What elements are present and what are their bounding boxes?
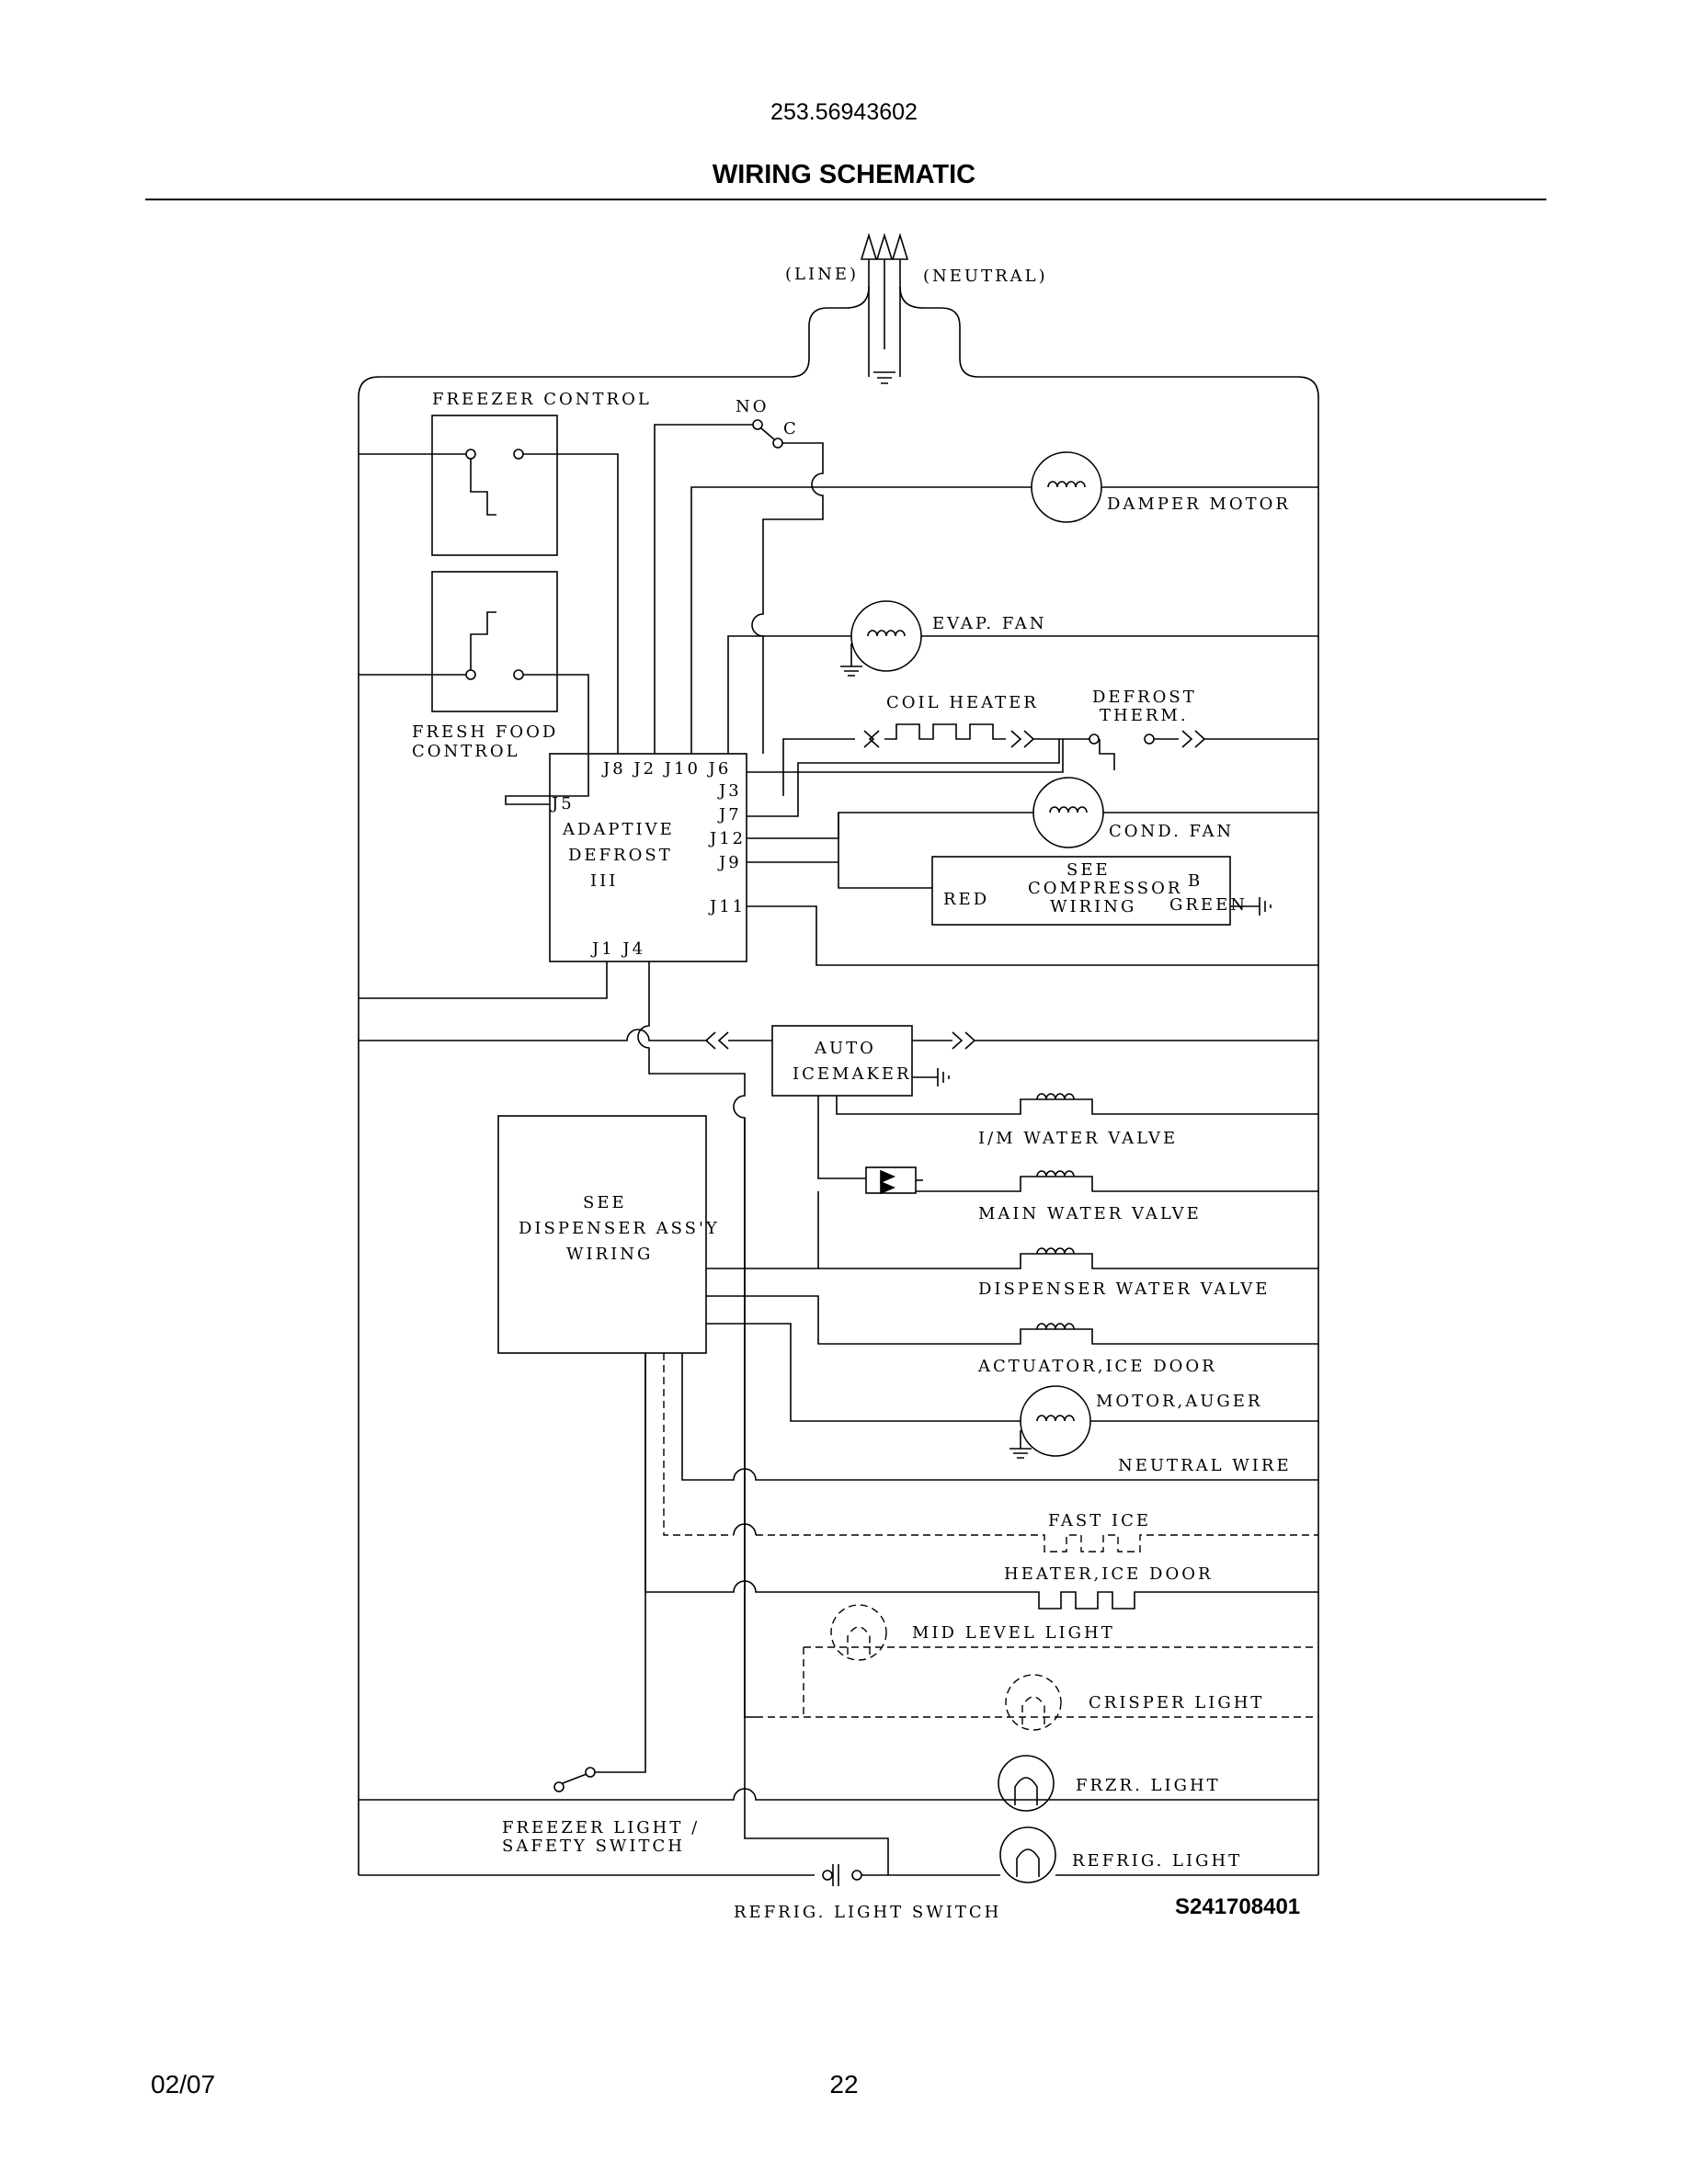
diode-block: [865, 1166, 923, 1195]
compressor-b-label: B: [1188, 871, 1203, 891]
dispenser-water-valve: DISPENSER WATER VALVE: [706, 1247, 1318, 1299]
freezer-control-label: FREEZER CONTROL: [432, 390, 652, 409]
mid-level-light-label: MID LEVEL LIGHT: [912, 1623, 1115, 1643]
auto-icemaker: AUTO ICEMAKER: [359, 1025, 1318, 1097]
page-title: WIRING SCHEMATIC: [712, 160, 976, 189]
board-top-pins: J8 J2 J10 J6: [601, 759, 731, 779]
dispenser-assembly-box: SEE DISPENSER ASS'Y WIRING: [497, 1115, 1021, 1422]
motor-auger-label: MOTOR,AUGER: [1096, 1392, 1262, 1411]
coil-heater: COIL HEATER: [782, 693, 1090, 796]
motor-auger: MOTOR,AUGER: [1009, 1385, 1318, 1459]
fresh-food-label-2: CONTROL: [412, 742, 520, 761]
board-pin-j3: J3: [717, 781, 742, 801]
compressor-wiring-box: SEE COMPRESSOR WIRING RED B GREEN: [931, 856, 1272, 926]
compressor-label-2: COMPRESSOR: [1028, 879, 1182, 898]
refrig-light-switch-label: REFRIG. LIGHT SWITCH: [734, 1903, 1001, 1922]
freezer-safety-switch: FREEZER LIGHT / SAFETY SWITCH: [502, 1353, 700, 1856]
neutral-label: (NEUTRAL): [923, 267, 1048, 286]
dispenser-label-3: WIRING: [566, 1245, 653, 1264]
heater-ice-door: HEATER,ICE DOOR: [644, 1353, 1318, 1610]
power-supply: (LINE) (NEUTRAL): [358, 233, 1319, 1875]
actuator-ice-door: ACTUATOR,ICE DOOR: [706, 1295, 1318, 1376]
defrost-thermostat: DEFROST THERM.: [747, 688, 1318, 773]
fresh-food-control: FRESH FOOD CONTROL: [359, 571, 589, 805]
board-name-1: ADAPTIVE: [562, 820, 675, 839]
icemaker-label-1: AUTO: [814, 1039, 876, 1058]
refrig-light: REFRIG. LIGHT: [888, 1826, 1318, 1883]
footer-page-number: 22: [829, 2070, 859, 2099]
model-number: 253.56943602: [770, 99, 918, 125]
dispenser-label-2: DISPENSER ASS'Y: [519, 1219, 720, 1238]
refrig-light-switch: REFRIG. LIGHT SWITCH: [359, 1864, 1001, 1922]
crisper-light-label: CRISPER LIGHT: [1089, 1693, 1264, 1712]
board-pin-j9: J9: [717, 853, 742, 872]
board-pin-j12: J12: [708, 829, 746, 848]
switch-c-label: C: [783, 419, 799, 438]
frzr-light-label: FRZR. LIGHT: [1076, 1776, 1221, 1795]
cond-fan-label: COND. FAN: [1109, 822, 1234, 841]
switch-no-label: NO: [736, 397, 770, 416]
compressor-label-1: SEE: [1066, 860, 1111, 880]
crisper-light: CRISPER LIGHT: [756, 1674, 1318, 1731]
icemaker-label-2: ICEMAKER: [793, 1064, 912, 1084]
neutral-wire: NEUTRAL WIRE: [681, 1353, 1318, 1481]
board-pin-j7: J7: [717, 805, 742, 825]
no-c-switch: NO C: [654, 397, 1032, 754]
coil-heater-label: COIL HEATER: [886, 693, 1039, 712]
freezer-switch-label-1: FREEZER LIGHT /: [502, 1818, 700, 1837]
adaptive-defrost-board: J8 J2 J10 J6 J5 J3 J7 J12 J9 J11 ADAPTIV…: [549, 753, 747, 962]
freezer-light: FRZR. LIGHT: [359, 1755, 1318, 1812]
defrost-therm-label-2: THERM.: [1100, 706, 1189, 725]
fast-ice: FAST ICE: [663, 1353, 1318, 1553]
actuator-ice-door-label: ACTUATOR,ICE DOOR: [977, 1357, 1217, 1376]
compressor-label-3: WIRING: [1050, 897, 1136, 916]
main-water-valve-label: MAIN WATER VALVE: [978, 1204, 1202, 1223]
footer-date: 02/07: [151, 2070, 216, 2099]
heater-ice-door-label: HEATER,ICE DOOR: [1004, 1564, 1214, 1584]
refrig-light-label: REFRIG. LIGHT: [1072, 1851, 1242, 1871]
im-water-valve-label: I/M WATER VALVE: [978, 1129, 1178, 1148]
board-name-3: III: [590, 871, 618, 891]
freezer-control: FREEZER CONTROL: [359, 390, 652, 754]
evap-fan: EVAP. FAN: [727, 600, 1318, 754]
fresh-food-label-1: FRESH FOOD: [412, 722, 558, 742]
board-pin-j5: J5: [550, 794, 575, 813]
compressor-red-label: RED: [943, 890, 989, 909]
board-pin-j11: J11: [708, 897, 746, 916]
cond-fan: COND. FAN: [838, 777, 1318, 889]
defrost-therm-label-1: DEFROST: [1092, 688, 1197, 707]
title-rule: [145, 199, 1546, 200]
mid-level-light: MID LEVEL LIGHT: [803, 1604, 1318, 1717]
line-label: (LINE): [785, 265, 859, 284]
main-water-valve: MAIN WATER VALVE: [817, 1170, 1318, 1268]
im-water-valve: I/M WATER VALVE: [817, 1093, 1318, 1179]
diagram-code: S241708401: [1175, 1894, 1300, 1919]
dispenser-water-valve-label: DISPENSER WATER VALVE: [978, 1280, 1270, 1299]
compressor-green-label: GREEN: [1169, 895, 1248, 915]
freezer-switch-label-2: SAFETY SWITCH: [502, 1837, 685, 1856]
damper-motor-label: DAMPER MOTOR: [1107, 495, 1291, 514]
evap-fan-label: EVAP. FAN: [932, 614, 1047, 633]
fast-ice-label: FAST ICE: [1048, 1511, 1151, 1530]
ground-symbol: [873, 371, 895, 384]
board-bottom-pins: J1 J4: [590, 939, 645, 959]
dispenser-label-1: SEE: [583, 1193, 627, 1212]
board-name-2: DEFROST: [568, 846, 673, 865]
neutral-wire-label: NEUTRAL WIRE: [1118, 1456, 1292, 1475]
damper-motor: DAMPER MOTOR: [1031, 451, 1318, 523]
